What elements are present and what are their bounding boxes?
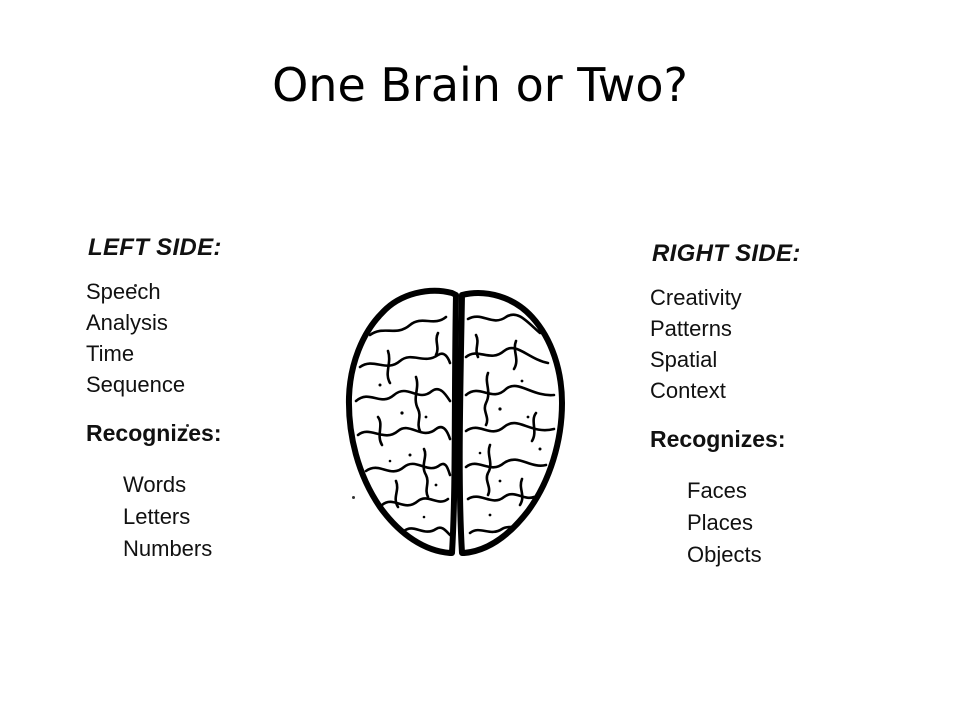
speck (134, 284, 137, 287)
list-item: Analysis (86, 310, 168, 335)
list-item: Patterns (650, 316, 732, 341)
list-item: Spatial (650, 347, 718, 372)
slide-title: One Brain or Two? (272, 58, 688, 112)
list-item: Places (687, 510, 754, 535)
right-side-heading: RIGHT SIDE: (652, 240, 801, 267)
list-item: Words (123, 472, 187, 497)
list-item: Faces (687, 478, 747, 503)
speck (352, 496, 355, 499)
brain-icon (345, 287, 565, 556)
list-item: Creativity (650, 285, 742, 310)
list-item: Objects (687, 542, 762, 567)
left-recognizes-label: Recognizes: (86, 420, 222, 446)
list-item: Letters (123, 504, 191, 529)
right-recognizes-list: Faces Places Objects (687, 475, 801, 571)
left-side-heading: LEFT SIDE: (88, 234, 222, 261)
right-side-list: Creativity Patterns Spatial Context (650, 282, 801, 406)
list-item: Time (86, 341, 135, 366)
list-item: Speech (86, 279, 161, 304)
right-side-column: RIGHT SIDE: Creativity Patterns Spatial … (650, 240, 801, 571)
list-item: Sequence (86, 372, 186, 397)
left-side-list: Speech Analysis Time Sequence (86, 276, 222, 400)
left-recognizes-list: Words Letters Numbers (123, 469, 222, 565)
right-recognizes-label: Recognizes: (650, 426, 786, 452)
list-item: Context (650, 378, 726, 403)
list-item: Numbers (123, 536, 213, 561)
left-side-column: LEFT SIDE: Speech Analysis Time Sequence… (86, 234, 222, 565)
speck (186, 424, 189, 427)
